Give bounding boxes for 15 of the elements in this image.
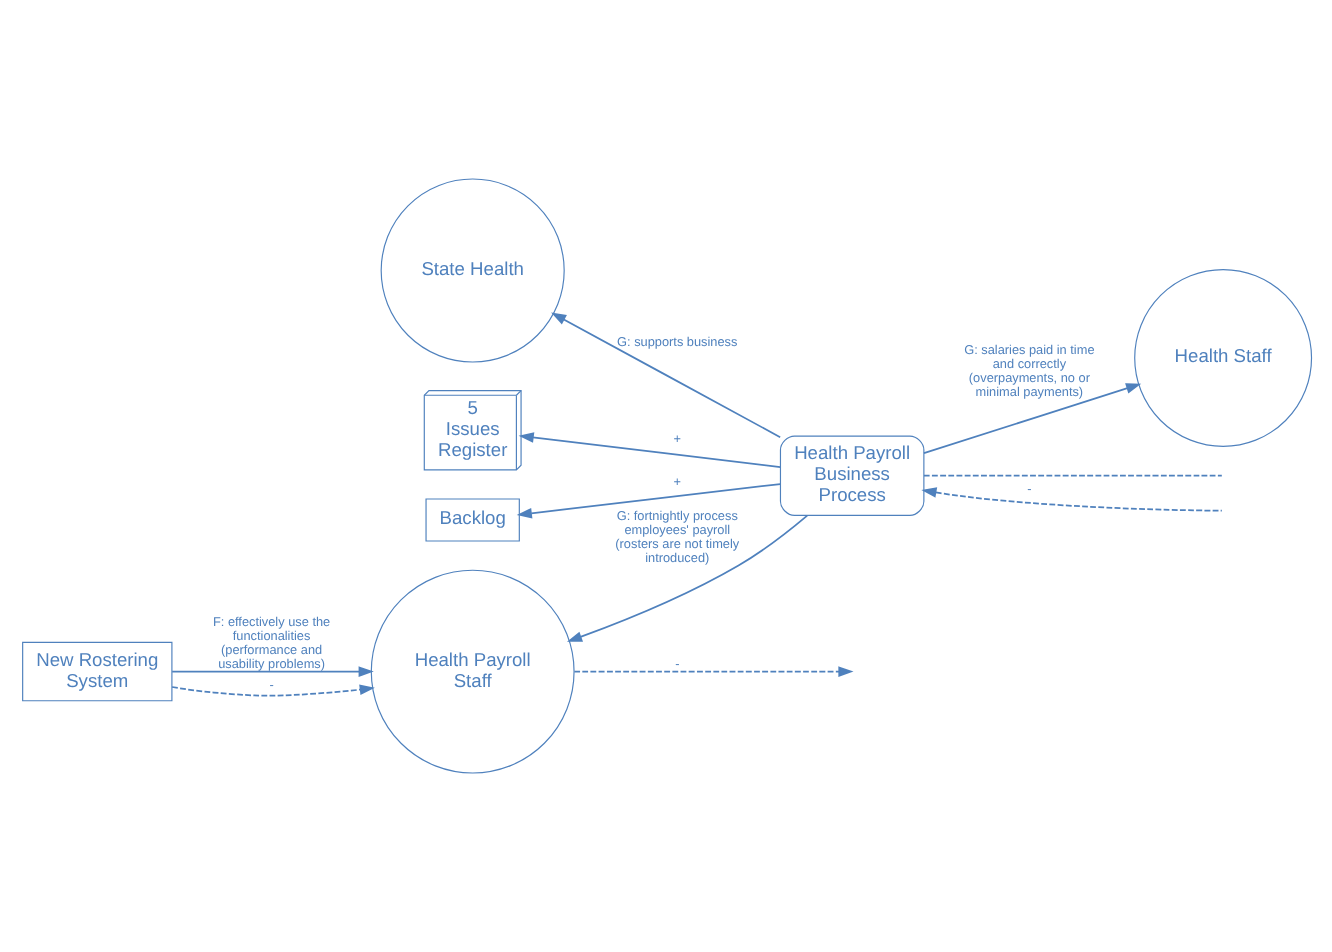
- arrow: [565, 514, 808, 642]
- arrow: [922, 383, 1141, 455]
- node-circle: Health Payroll Staff: [369, 569, 574, 774]
- arrow: [170, 666, 373, 677]
- arrow: [550, 312, 781, 439]
- arrow: [170, 684, 374, 697]
- node-box: New Rostering System: [21, 641, 172, 702]
- arrow: [572, 666, 853, 677]
- arrow: [517, 432, 781, 469]
- node-box: Health Payroll Business Process: [778, 435, 924, 516]
- node-box: Backlog: [424, 498, 519, 542]
- arrow: [515, 483, 781, 519]
- node-circle: Health Staff: [1133, 268, 1312, 447]
- connector: [922, 474, 1222, 477]
- arrow: [920, 487, 1222, 512]
